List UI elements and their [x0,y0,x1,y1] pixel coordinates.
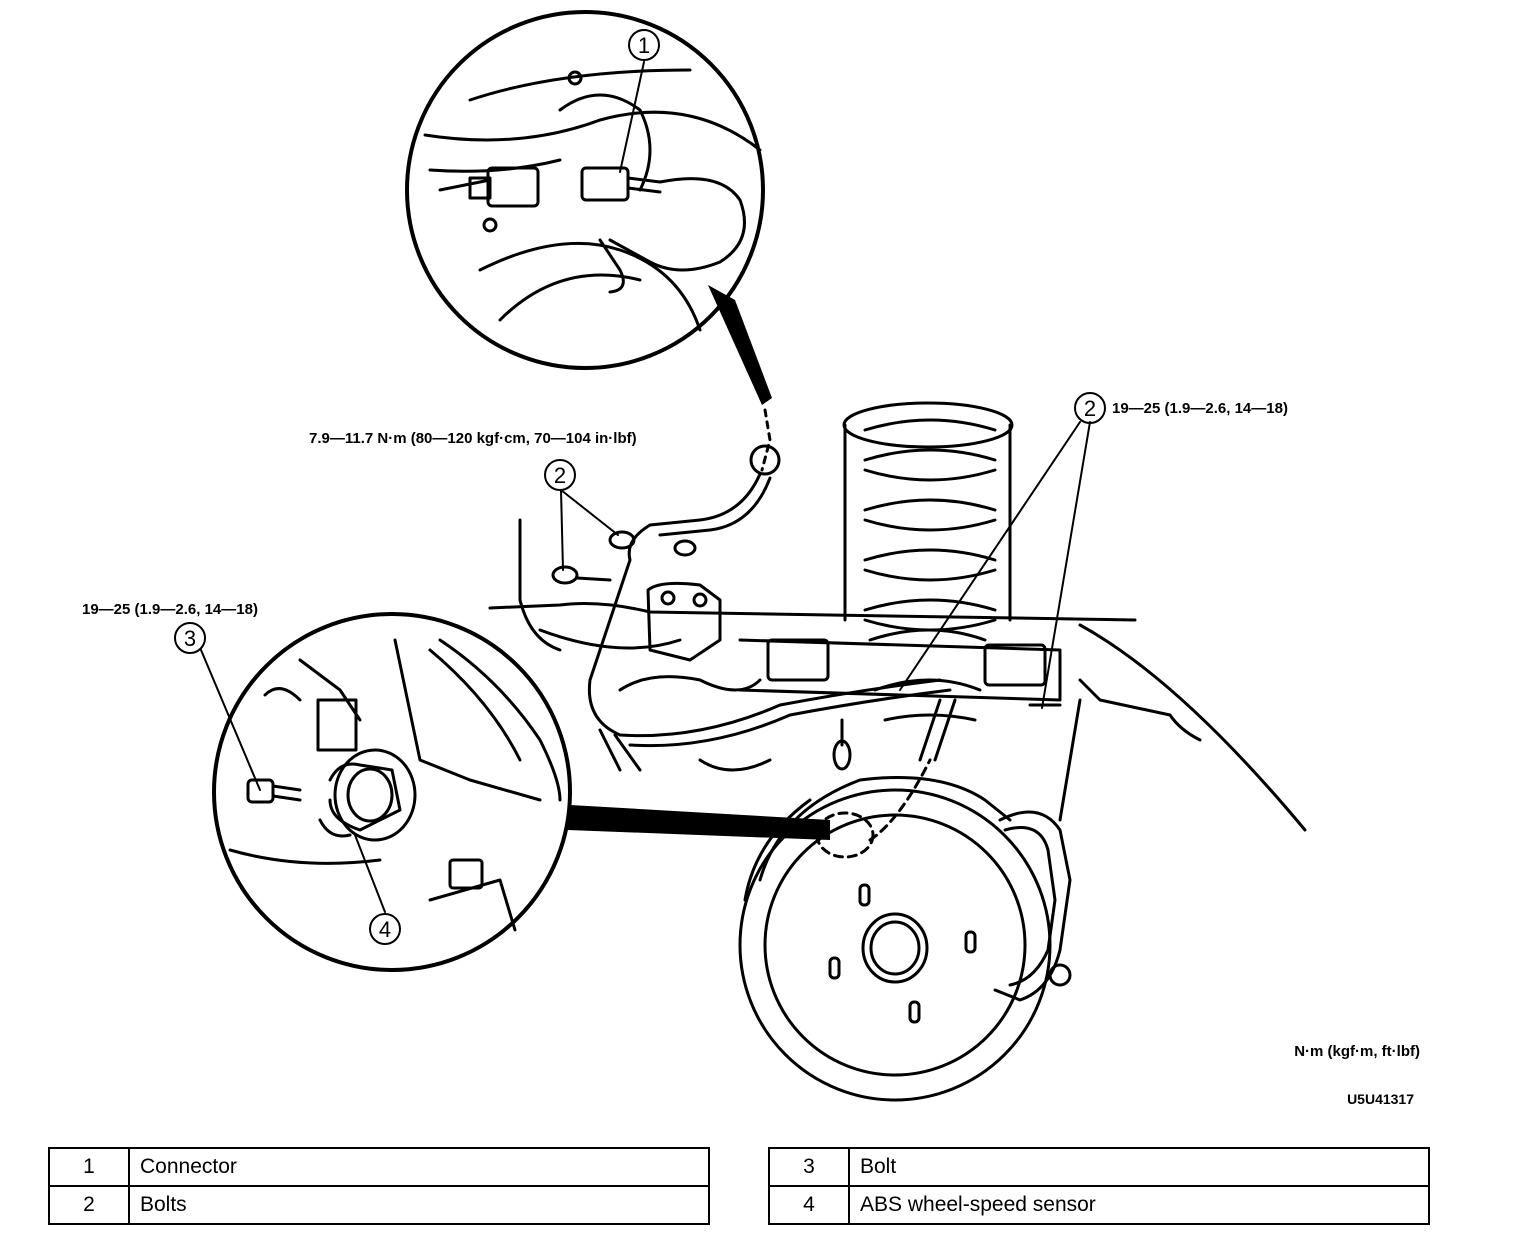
callout-4: 4 [379,917,391,942]
legend-number: 4 [768,1185,850,1225]
torque-bolts-right: 19—25 (1.9—2.6, 14—18) [1112,400,1288,417]
suspension-diagram: 1 2 2 3 4 7.9—11.7 N·m (80—120 kgf·cm, 7… [82,10,1420,1107]
legend-number: 2 [48,1185,130,1225]
connector-detail-view [405,10,765,370]
legend-number: 1 [48,1147,130,1187]
legend-row: 4 ABS wheel-speed sensor [768,1185,1430,1225]
legend-label: Bolt [848,1147,1430,1187]
sensor-detail-view [212,612,572,972]
legend-number: 3 [768,1147,850,1187]
callout-1: 1 [638,33,650,58]
torque-bolt-left: 19—25 (1.9—2.6, 14—18) [82,601,258,618]
legend-table-left: 1 Connector 2 Bolts [48,1147,710,1225]
main-assembly [488,401,1307,1102]
legend-row: 2 Bolts [48,1185,710,1225]
zoom-band-top [708,285,772,405]
legend-label: Connector [128,1147,710,1187]
legend-row: 1 Connector [48,1147,710,1187]
callout-2-right: 2 [1084,396,1096,421]
callout-3: 3 [184,626,196,651]
zoom-band-left [568,805,830,840]
callout-2-left: 2 [554,463,566,488]
legend-label: ABS wheel-speed sensor [848,1185,1430,1225]
legend-label: Bolts [128,1185,710,1225]
figure-code: U5U41317 [1347,1091,1414,1107]
legend-table-right: 3 Bolt 4 ABS wheel-speed sensor [768,1147,1430,1225]
legend-row: 3 Bolt [768,1147,1430,1187]
units-note: N·m (kgf·m, ft·lbf) [1294,1043,1420,1060]
torque-connector-bolt: 7.9—11.7 N·m (80—120 kgf·cm, 70—104 in·l… [309,430,637,447]
